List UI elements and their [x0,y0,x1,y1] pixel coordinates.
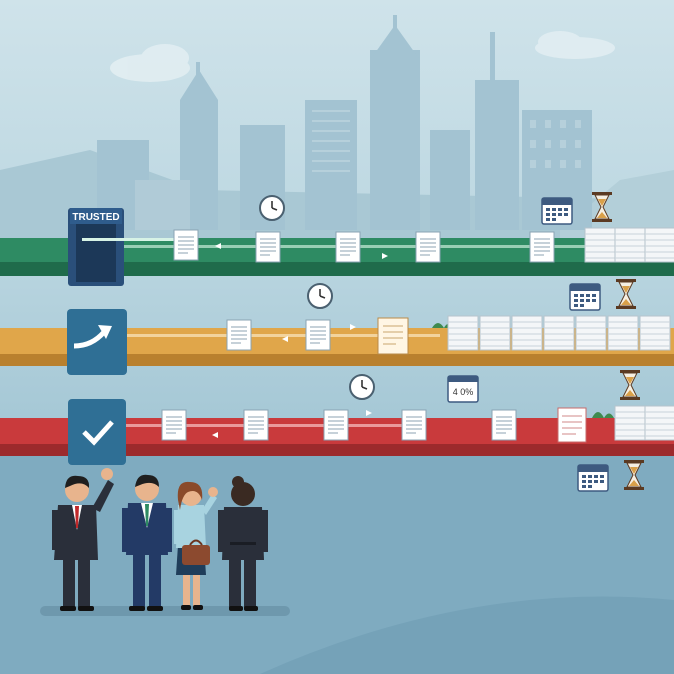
person-pointing [52,468,114,611]
clock-icon [307,283,333,309]
calendar-percent-icon: 4 0% [447,375,479,403]
curved-arrow-icon [67,309,127,375]
paper-stack-icon [447,315,671,351]
svg-text:4 0%: 4 0% [453,387,474,397]
cloud-icon [110,31,615,82]
gate-label: TRUSTED [72,212,119,223]
person-man-blue-suit [122,474,172,611]
clock-icon [259,195,285,221]
paper-stack-icon [614,405,674,441]
calendar-icon [577,464,609,492]
document-icon [226,317,409,355]
calendar-icon [569,283,601,311]
calendar-icon [541,197,573,225]
document-icon [161,407,587,443]
trusted-gate-icon: TRUSTED [68,208,182,286]
checkmark-icon [68,399,126,465]
person-woman-back [218,476,268,611]
clock-icon [349,374,375,400]
paper-stack-icon [584,227,674,263]
person-woman-briefcase [174,481,218,610]
